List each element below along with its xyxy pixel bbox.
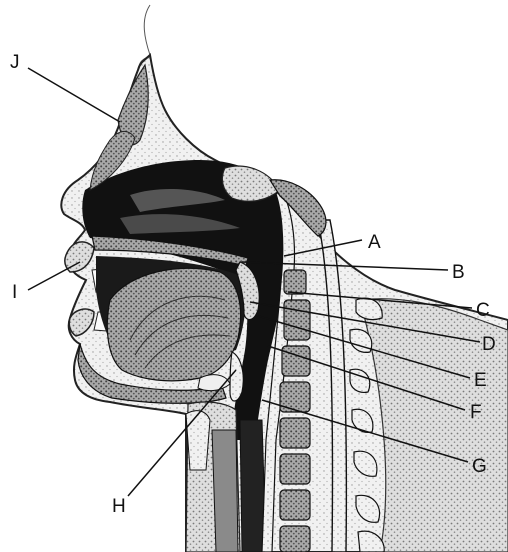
- label-f: F: [470, 402, 482, 423]
- label-a: A: [368, 232, 381, 253]
- vertebra-c7: [280, 490, 310, 520]
- label-c: C: [476, 300, 490, 321]
- label-d: D: [482, 334, 496, 355]
- label-e: E: [474, 370, 487, 391]
- vertebra-t1: [280, 526, 310, 552]
- thyroid-cartilage: [186, 411, 210, 470]
- vertebra-c6: [280, 454, 310, 484]
- leader-line-i: [28, 262, 80, 290]
- leader-line-j: [28, 68, 120, 122]
- trachea: [212, 430, 238, 552]
- tongue: [107, 268, 240, 381]
- label-g: G: [472, 456, 487, 477]
- vertebra-c2: [284, 300, 310, 340]
- vertebra-c5: [280, 418, 310, 448]
- sphenoid-sinus: [222, 166, 280, 201]
- esophagus: [240, 420, 266, 552]
- label-i: I: [12, 282, 17, 303]
- label-h: H: [112, 496, 126, 517]
- label-b: B: [452, 262, 465, 283]
- cervical-spine: [280, 220, 384, 552]
- vertebra-c1: [284, 270, 306, 294]
- vertebra-c3: [282, 346, 310, 376]
- label-j: J: [10, 52, 20, 73]
